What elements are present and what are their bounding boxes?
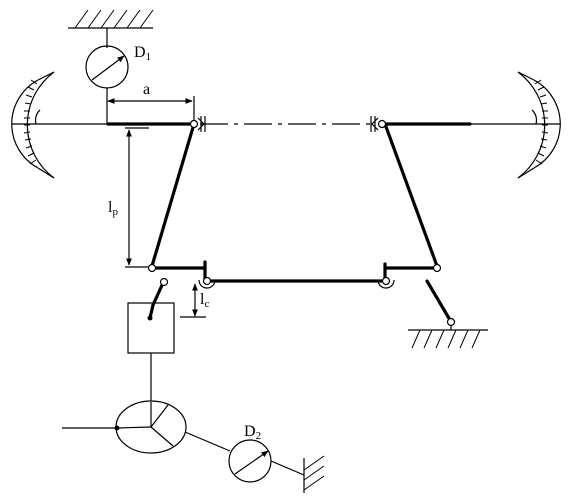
left-protractor-scale [11, 71, 55, 179]
dimension-a-label: a [143, 81, 150, 98]
dimension-lc [180, 283, 206, 318]
gauge-d1-label: D1 [134, 44, 151, 63]
gauge-d2-icon [228, 439, 305, 483]
pitman-arm [147, 277, 169, 321]
right-protractor-pointer [531, 109, 538, 125]
gauge-d1-icon [85, 45, 129, 124]
dimension-a [107, 96, 195, 120]
left-kingpin-symbol [189, 116, 206, 132]
left-protractor-pointer [34, 109, 41, 125]
dimension-lp [125, 127, 149, 268]
tie-rod-assembly [150, 260, 439, 284]
right-protractor-scale [517, 71, 561, 179]
bottom-ground-support [303, 455, 325, 493]
right-arm-pin [432, 263, 442, 273]
steering-wheel-icon [114, 400, 187, 454]
right-steering-knuckle [383, 122, 472, 268]
top-ground-support [68, 9, 154, 48]
dimension-lc-label: lc [200, 291, 209, 310]
gauge-d2-link [184, 431, 231, 452]
tie-rod-joint-right [377, 276, 395, 289]
gauge-d2-label: D2 [244, 423, 261, 442]
right-ground-support [408, 329, 488, 349]
right-kingpin-symbol [370, 116, 387, 132]
idler-arm [425, 279, 456, 330]
left-arm-pin [147, 263, 157, 273]
dimension-lp-label: lp [108, 199, 118, 218]
tie-rod-joint-left [198, 276, 216, 289]
left-steering-knuckle [106, 122, 196, 268]
